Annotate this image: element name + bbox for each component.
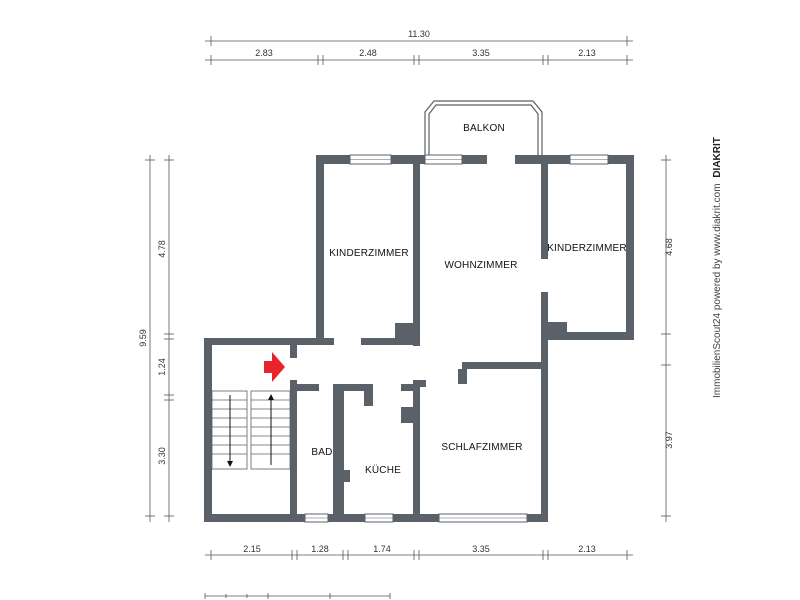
dim-bottom-seg-4: 3.35 (472, 544, 490, 554)
dim-bottom-seg-3: 1.74 (373, 544, 391, 554)
staircase (211, 390, 291, 470)
room-label-schlafzimmer: SCHLAFZIMMER (441, 442, 522, 453)
dim-right-upper: 4.68 (664, 238, 674, 256)
dim-top-seg-4: 2.13 (578, 48, 596, 58)
dim-left-total: 9.59 (138, 329, 148, 347)
credit-watermark: ImmobilienScout24 powered by www.diakrit… (712, 137, 723, 398)
entrance-arrow-icon (264, 352, 285, 382)
room-label-kueche: KÜCHE (365, 464, 401, 476)
left-dimensions: 9.59 4.78 1.24 3.30 (138, 155, 174, 522)
walls (204, 155, 634, 522)
balcony (424, 100, 543, 156)
dim-right-lower: 3.97 (664, 431, 674, 449)
dim-bottom-seg-1: 2.15 (243, 544, 261, 554)
room-label-kinderzimmer-left: KINDERZIMMER (329, 248, 409, 259)
credit-brand: DIAKRIT (712, 137, 723, 178)
top-dimensions: 11.30 2.83 2.48 3.35 2.13 (205, 29, 633, 65)
right-dimensions: 4.68 3.97 (661, 155, 674, 522)
room-label-bad: BAD (311, 447, 332, 458)
dim-left-upper: 4.78 (157, 240, 167, 258)
dim-top-seg-3: 3.35 (472, 48, 490, 58)
credit-text: ImmobilienScout24 powered by www.diakrit… (712, 183, 723, 398)
scale-bar (204, 593, 391, 599)
room-label-wohnzimmer: WOHNZIMMER (444, 260, 517, 271)
dim-bottom-seg-2: 1.28 (311, 544, 329, 554)
dim-top-total: 11.30 (408, 29, 430, 39)
svg-text:ImmobilienScout24 powered by w: ImmobilienScout24 powered by www.diakrit… (712, 137, 723, 398)
room-label-kinderzimmer-right: KINDERZIMMER (547, 243, 627, 254)
dim-left-middle: 1.24 (157, 358, 167, 376)
windows (304, 154, 609, 523)
dim-left-lower: 3.30 (157, 447, 167, 465)
dim-bottom-seg-5: 2.13 (578, 544, 596, 554)
dim-top-seg-1: 2.83 (255, 48, 273, 58)
dim-top-seg-2: 2.48 (359, 48, 377, 58)
room-label-balkon: BALKON (463, 123, 505, 134)
bottom-dimensions: 2.15 1.28 1.74 3.35 2.13 (205, 544, 633, 560)
